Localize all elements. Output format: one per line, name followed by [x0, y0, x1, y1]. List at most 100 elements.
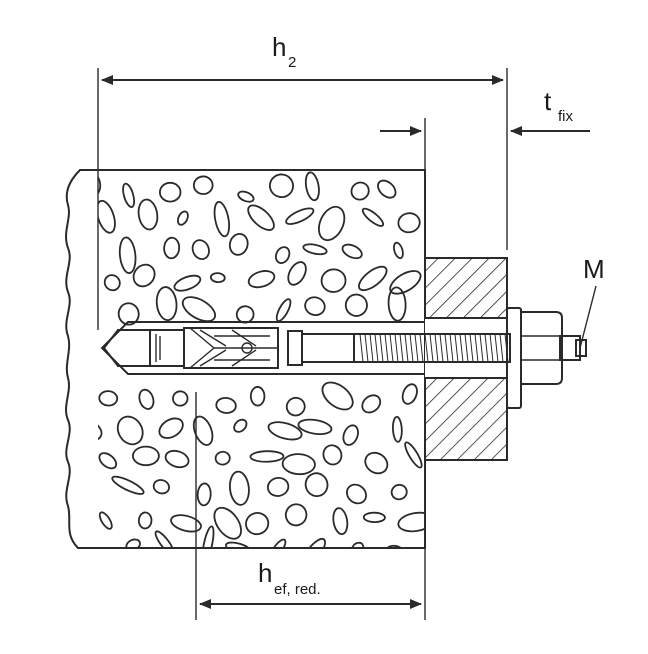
aggregate-stone	[131, 445, 160, 467]
aggregate-stone	[361, 207, 385, 227]
aggregate-stone	[164, 449, 190, 469]
aggregate-stone	[387, 286, 407, 322]
hef-label: h	[258, 558, 272, 588]
aggregate-stone	[285, 396, 306, 417]
aggregate-stone	[377, 179, 397, 199]
thread-line	[369, 333, 374, 363]
aggregate-stone	[404, 441, 423, 469]
thread-line	[364, 333, 369, 363]
thread-line	[464, 333, 469, 363]
aggregate-stone	[287, 261, 307, 286]
drill-hole	[100, 321, 425, 375]
aggregate-stone	[281, 453, 316, 476]
aggregate-stone	[98, 242, 99, 258]
aggregate-stone	[304, 296, 326, 316]
thread-line	[429, 333, 434, 363]
thread-line	[479, 333, 484, 363]
dimension-tfix: t fix	[380, 86, 590, 250]
aggregate-stone	[137, 511, 153, 530]
thread-line	[359, 333, 364, 363]
aggregate-stone	[181, 296, 217, 323]
aggregate-stone	[155, 286, 178, 322]
thread-line	[499, 333, 504, 363]
thread-line	[439, 333, 444, 363]
tfix-subscript: fix	[558, 108, 574, 125]
aggregate-stone	[364, 451, 389, 475]
aggregate-stone	[237, 190, 255, 203]
aggregate-stone	[389, 270, 422, 295]
aggregate-stone	[117, 302, 140, 326]
aggregate-stone	[300, 537, 326, 548]
aggregate-stone	[350, 181, 370, 201]
aggregate-stone	[304, 171, 320, 202]
aggregate-stone	[225, 541, 253, 548]
aggregate-stone	[266, 476, 290, 497]
thread-line	[459, 333, 464, 363]
aggregate-stone	[103, 274, 121, 292]
aggregate-stone	[351, 541, 365, 548]
aggregate-stone	[192, 175, 214, 195]
thread-line	[424, 333, 429, 363]
aggregate-stone	[154, 530, 175, 548]
aggregate-stone	[383, 544, 410, 548]
thread-line	[419, 333, 424, 363]
aggregate-stone	[302, 243, 328, 256]
thread-line	[379, 333, 384, 363]
thread-line	[414, 333, 419, 363]
aggregate-stone	[321, 381, 354, 411]
thread-line	[469, 333, 474, 363]
thread-line	[449, 333, 454, 363]
aggregate-stone	[125, 538, 141, 548]
aggregate-stone	[172, 390, 189, 407]
aggregate-stone	[392, 415, 403, 443]
aggregate-stone	[233, 418, 248, 433]
aggregate-stone	[122, 182, 136, 208]
aggregate-stone	[213, 506, 242, 540]
aggregate-stone	[401, 383, 418, 405]
thread-line	[409, 333, 414, 363]
h2-subscript: 2	[288, 54, 296, 71]
aggregate-stone	[361, 394, 382, 414]
aggregate-stone	[173, 274, 202, 292]
thread-line	[484, 333, 489, 363]
thread-line	[434, 333, 439, 363]
aggregate-stone	[393, 241, 404, 260]
aggregate-stone	[170, 514, 202, 533]
thread-line	[384, 333, 389, 363]
aggregate-stone	[98, 541, 99, 548]
thread-line	[444, 333, 449, 363]
thread-line	[454, 333, 459, 363]
aggregate-stone	[304, 472, 329, 498]
aggregate-stone	[98, 452, 118, 470]
aggregate-stone	[163, 236, 181, 260]
m-label: M	[583, 254, 605, 284]
aggregate-stone	[358, 265, 388, 292]
aggregate-stone	[158, 417, 184, 439]
thread-line	[474, 333, 479, 363]
aggregate-stone	[191, 239, 210, 260]
aggregate-stone	[235, 305, 255, 324]
aggregate-stone	[111, 475, 145, 495]
aggregate-stone	[362, 511, 386, 524]
aggregate-stone	[317, 205, 346, 242]
aggregate-stone	[192, 415, 214, 446]
dimension-hef-red: h ef, red.	[195, 392, 426, 620]
aggregate-stone	[137, 198, 159, 231]
aggregate-stone	[116, 415, 144, 446]
aggregate-stone	[249, 386, 266, 407]
aggregate-stone	[249, 450, 285, 463]
aggregate-stone	[158, 181, 182, 203]
aggregate-stone	[213, 200, 231, 238]
aggregate-stone	[215, 396, 237, 414]
aggregate-stone	[214, 450, 231, 466]
aggregate-stone	[275, 298, 292, 322]
aggregate-stone	[341, 243, 363, 260]
aggregate-stone	[346, 483, 367, 505]
aggregate-stone	[268, 173, 294, 198]
aggregate-stone	[98, 417, 103, 442]
thread-line	[389, 333, 394, 363]
aggregate-stone	[320, 268, 347, 293]
aggregate-stone	[228, 470, 250, 506]
